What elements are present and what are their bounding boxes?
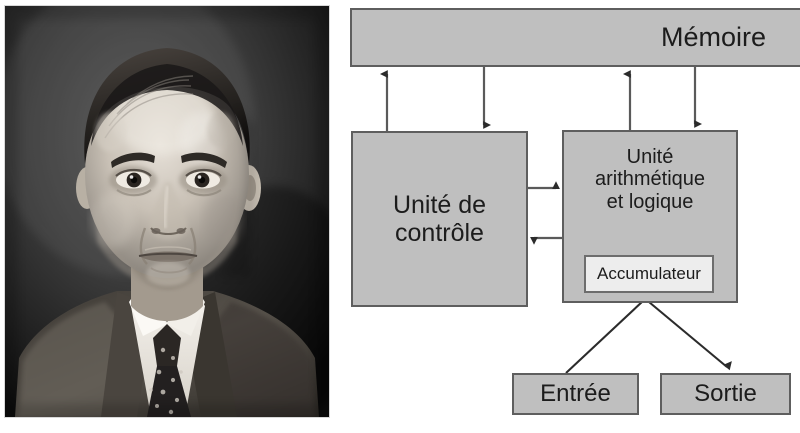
- arrow-accumulateur-to-sortie: [642, 296, 732, 371]
- box-controle-label-line1: Unité de: [392, 191, 487, 219]
- box-unite-de-controle[interactable]: Unité de contrôle: [351, 131, 528, 307]
- box-entree-label: Entrée: [540, 379, 611, 407]
- box-alu-label-line3: et logique: [606, 190, 694, 213]
- box-sortie-label: Sortie: [694, 379, 757, 407]
- box-alu-label-line1: Unité: [626, 146, 674, 168]
- box-alu-label: Unité arithmétique et logique: [564, 146, 736, 213]
- box-controle-label-line2: contrôle: [395, 219, 484, 247]
- box-entree[interactable]: Entrée: [512, 373, 639, 415]
- box-memoire-label: Mémoire: [660, 22, 767, 53]
- portrait-image: [5, 6, 329, 417]
- box-memoire[interactable]: Mémoire: [350, 8, 800, 67]
- von-neumann-diagram: Mémoire Unité de contrôle Unité arithmét…: [340, 0, 800, 433]
- box-sortie[interactable]: Sortie: [660, 373, 791, 415]
- box-controle-label: Unité de contrôle: [393, 191, 486, 247]
- box-accumulateur-label: Accumulateur: [597, 264, 701, 284]
- portrait-photo: [4, 5, 330, 418]
- arrow-entree-to-accumulateur: [565, 295, 647, 374]
- box-alu-label-line2: arithmétique: [594, 168, 706, 191]
- box-accumulateur[interactable]: Accumulateur: [584, 255, 714, 293]
